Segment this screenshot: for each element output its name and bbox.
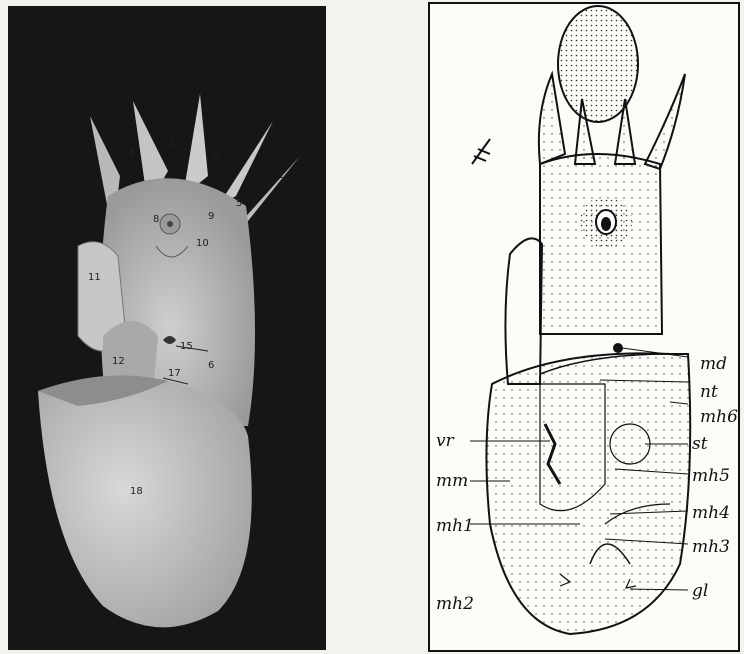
embryo-photograph: 1 2 3 4 5 6 8 9 10 11 12 15 17 18 — [8, 6, 326, 650]
photo-label-17: 17 — [168, 368, 181, 379]
label-mh1: mh1 — [436, 516, 474, 536]
label-mh5: mh5 — [692, 466, 730, 486]
photo-label-3: 3 — [168, 138, 174, 149]
photo-label-1: 1 — [278, 170, 284, 181]
photo-label-9: 9 — [208, 211, 214, 222]
orientation-arrow-icon — [472, 139, 490, 164]
embryo-line-drawing: md nt mh6 st mh5 mh4 mh3 gl vr mm mh1 mh… — [428, 2, 740, 652]
label-mm: mm — [436, 471, 468, 491]
photo-label-2: 2 — [213, 148, 219, 159]
label-mh4: mh4 — [692, 503, 730, 523]
label-gl: gl — [692, 581, 708, 601]
label-nt: nt — [700, 382, 718, 402]
label-vr: vr — [436, 431, 455, 451]
photo-label-18: 18 — [130, 486, 143, 497]
photo-label-8: 8 — [153, 214, 159, 225]
embryo-drawing-svg: md nt mh6 st mh5 mh4 mh3 gl vr mm mh1 mh… — [430, 4, 738, 650]
photo-label-10: 10 — [196, 238, 209, 249]
photo-label-5: 5 — [236, 198, 242, 209]
photo-label-12: 12 — [112, 356, 125, 367]
photo-label-4: 4 — [128, 148, 134, 159]
label-mh2: mh2 — [436, 594, 474, 614]
label-st: st — [692, 434, 708, 454]
label-mh6: mh6 — [700, 407, 738, 427]
embryo-photo-drawing: 1 2 3 4 5 6 8 9 10 11 12 15 17 18 — [8, 6, 326, 650]
photo-label-6: 6 — [208, 360, 214, 371]
label-md: md — [700, 354, 727, 374]
label-mh3: mh3 — [692, 537, 730, 557]
photo-label-11: 11 — [88, 272, 101, 283]
